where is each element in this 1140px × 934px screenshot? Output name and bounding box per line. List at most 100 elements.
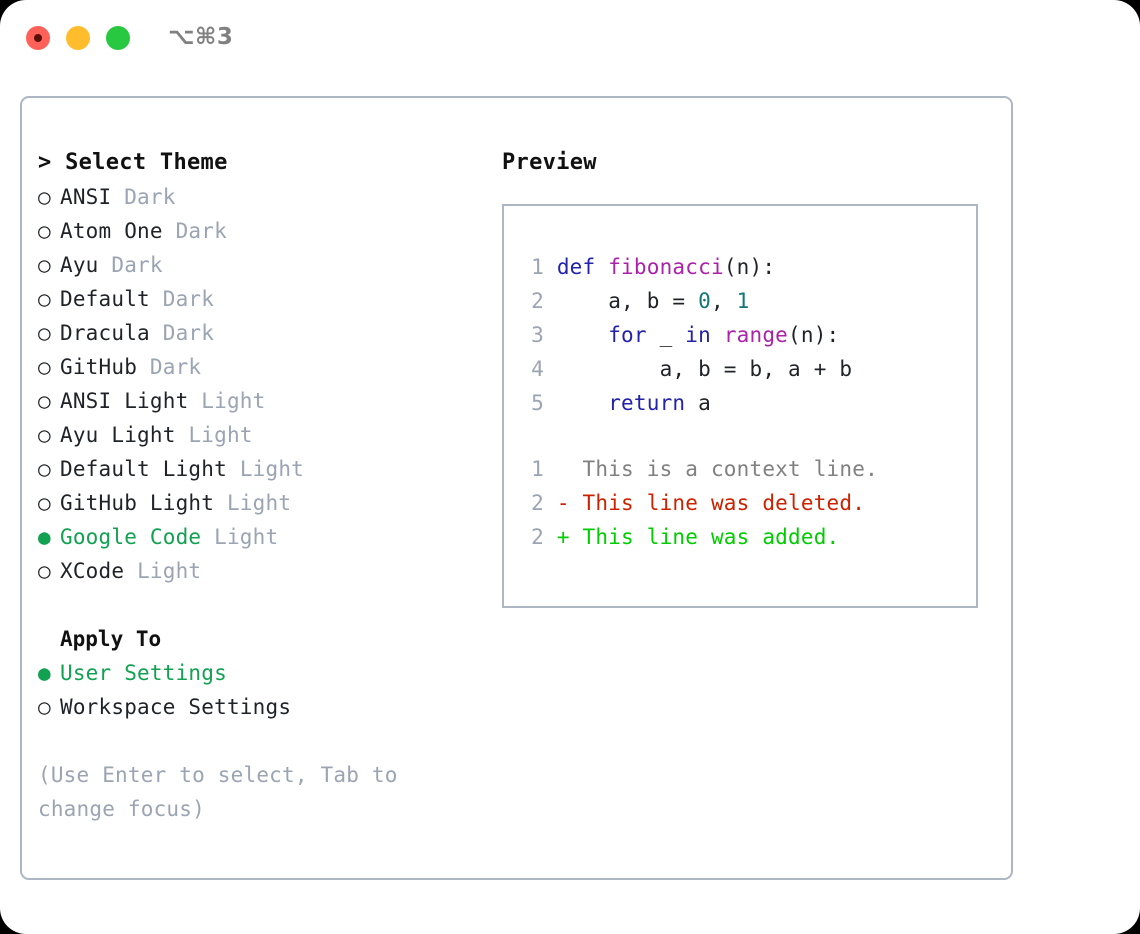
theme-option-label: Default Light: [60, 457, 240, 481]
theme-option-ansi-light[interactable]: ○ ANSI Light Light: [38, 384, 478, 418]
line-number: 5: [531, 391, 544, 415]
apply-to-header: Apply To: [60, 627, 162, 651]
radio-unselected-icon: ○: [38, 491, 51, 515]
theme-option-dracula[interactable]: ○ Dracula Dark: [38, 316, 478, 350]
code-token: 0: [698, 289, 711, 313]
theme-option-variant: Dark: [149, 355, 202, 379]
code-token: _: [646, 323, 686, 347]
keyboard-shortcut-label: ⌥⌘3: [168, 24, 234, 50]
radio-unselected-icon: ○: [38, 355, 51, 379]
code-token: (n):: [788, 323, 840, 347]
theme-option-google-code[interactable]: ●Google Code Light: [38, 520, 478, 554]
apply-to-option-label: User Settings: [60, 661, 227, 685]
code-line: 5 return a: [520, 386, 970, 420]
theme-option-ansi[interactable]: ○ANSI Dark: [38, 180, 478, 214]
apply-to-option-workspace-settings[interactable]: ○ Workspace Settings: [38, 690, 478, 724]
radio-unselected-icon: ○: [38, 695, 51, 719]
code-gutter-space: [544, 289, 557, 313]
code-token: in: [685, 323, 711, 347]
code-sample: 1 def fibonacci(n): 2 a, b = 0, 1 3 for _ …: [520, 250, 970, 420]
code-line: 3 for _ in range(n):: [520, 318, 970, 352]
theme-option-label: Atom One: [60, 219, 176, 243]
theme-selector-header: > Select Theme: [38, 150, 228, 175]
theme-option-label: GitHub Light: [60, 491, 227, 515]
preview-panel: Preview 1 def fibonacci(n): 2 a, b = 0, 1…: [502, 146, 992, 608]
theme-option-label: Google Code: [60, 525, 215, 549]
line-number: 2: [531, 525, 544, 549]
theme-list: ○ANSI Dark○Atom One Dark○Ayu Dark○Defaul…: [38, 180, 478, 588]
code-gutter-space: [544, 323, 557, 347]
theme-option-ayu[interactable]: ○ Ayu Dark: [38, 248, 478, 282]
theme-option-variant: Light: [226, 491, 292, 515]
code-token: for: [608, 323, 647, 347]
theme-option-label: Ayu Light: [60, 423, 189, 447]
theme-option-label: ANSI: [60, 185, 125, 209]
line-number: 3: [531, 323, 544, 347]
radio-unselected-icon: ○: [38, 423, 51, 447]
code-token: [557, 391, 608, 415]
code-token: (n):: [723, 255, 776, 279]
code-token: a, b =: [556, 289, 699, 313]
theme-option-github-light[interactable]: ○ GitHub Light Light: [38, 486, 478, 520]
radio-unselected-icon: ○: [38, 389, 51, 413]
theme-option-variant: Light: [239, 457, 305, 481]
theme-option-label: Dracula: [60, 321, 163, 345]
radio-unselected-icon: ○: [38, 253, 51, 277]
theme-option-variant: Light: [201, 389, 266, 413]
main-panel: > Select Theme ○ANSI Dark○Atom One Dark○…: [20, 96, 1013, 880]
theme-option-label: Ayu: [60, 253, 112, 277]
line-number: 2: [531, 491, 544, 515]
radio-unselected-icon: ○: [38, 287, 51, 311]
theme-option-label: Default: [60, 287, 163, 311]
code-token: def: [556, 255, 596, 279]
code-token: [711, 323, 724, 347]
diff-line-text: This is a context line.: [544, 457, 878, 481]
radio-unselected-icon: ○: [38, 185, 51, 209]
radio-selected-icon: ●: [38, 661, 51, 685]
line-number: 1: [531, 255, 544, 279]
theme-option-label: GitHub: [60, 355, 150, 379]
code-token: a: [685, 391, 711, 415]
radio-unselected-icon: ○: [38, 321, 51, 345]
radio-unselected-icon: ○: [38, 457, 51, 481]
code-gutter-space: [544, 391, 557, 415]
code-token: [595, 255, 608, 279]
preview-header: Preview: [502, 150, 597, 175]
line-number: 1: [531, 457, 544, 481]
theme-option-xcode[interactable]: ○XCode Light: [38, 554, 478, 588]
theme-option-variant: Light: [137, 559, 202, 583]
diff-line: 2 + This line was added.: [520, 520, 970, 554]
theme-option-label: ANSI Light: [60, 389, 202, 413]
code-token: 1: [736, 289, 750, 313]
theme-option-variant: Dark: [175, 219, 227, 243]
line-number: 4: [531, 357, 544, 381]
diff-line-text: + This line was added.: [544, 525, 840, 549]
diff-sample: 1 This is a context line.2 - This line w…: [520, 452, 970, 554]
code-token: range: [723, 323, 789, 347]
theme-option-variant: Dark: [162, 321, 215, 345]
apply-to-list: ● User Settings ○ Workspace Settings: [38, 656, 478, 724]
minimize-window-button[interactable]: [66, 26, 90, 50]
apply-to-option-user-settings[interactable]: ● User Settings: [38, 656, 478, 690]
theme-option-default-light[interactable]: ○ Default Light Light: [38, 452, 478, 486]
theme-option-ayu-light[interactable]: ○ Ayu Light Light: [38, 418, 478, 452]
close-icon: [34, 34, 42, 42]
keyboard-hint-text: (Use Enter to select, Tab to change focu…: [38, 763, 411, 821]
code-token: ,: [710, 289, 737, 313]
radio-selected-icon: ●: [38, 525, 51, 549]
preview-box: 1 def fibonacci(n): 2 a, b = 0, 1 3 for _ …: [502, 204, 978, 608]
diff-line: 1 This is a context line.: [520, 452, 970, 486]
theme-option-atom-one[interactable]: ○Atom One Dark: [38, 214, 478, 248]
window-titlebar: ⌥⌘3: [0, 0, 1140, 78]
maximize-window-button[interactable]: [106, 26, 130, 50]
theme-option-variant: Dark: [111, 253, 163, 277]
code-token: return: [608, 391, 686, 415]
line-number: 2: [531, 289, 544, 313]
code-line: 1 def fibonacci(n):: [520, 250, 970, 284]
theme-option-variant: Light: [188, 423, 253, 447]
apply-to-section: Apply To ● User Settings ○ Workspace Settin…: [38, 622, 478, 724]
theme-option-default[interactable]: ○Default Dark: [38, 282, 478, 316]
theme-option-github[interactable]: ○ GitHub Dark: [38, 350, 478, 384]
apply-to-option-label: Workspace Settings: [60, 695, 292, 719]
